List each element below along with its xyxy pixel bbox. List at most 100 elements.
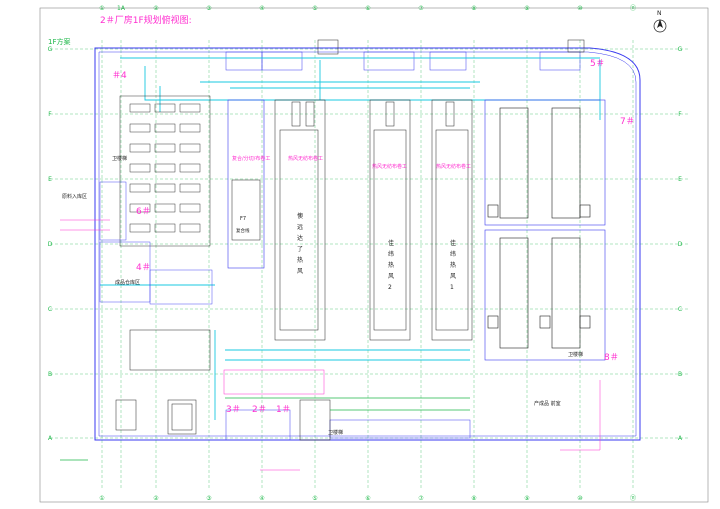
left-axis-label: F xyxy=(48,111,52,118)
top-axis-label: ⑧ xyxy=(471,5,476,12)
bottom-axis-label: ⑩ xyxy=(577,495,582,502)
top-axis-label: 1A xyxy=(117,5,126,12)
equipment-unit xyxy=(154,223,176,233)
stairs-b: 卫楼梯 xyxy=(568,351,583,358)
col-a-label: 复合/分切/布卷工 xyxy=(232,155,270,162)
top-axis-label: ⑩ xyxy=(577,5,582,12)
top-axis-label: ⑪ xyxy=(630,4,636,12)
warehouse-area: 成品仓库区 xyxy=(115,279,140,286)
column-headers: 复合/分切/布卷工 热风无纺布卷工 热风无纺布卷工 热风无纺布卷工 xyxy=(232,155,471,170)
top-axis-label: ① xyxy=(99,5,104,12)
left-axis-label: C xyxy=(48,306,52,313)
bottom-axis-label: ⑧ xyxy=(471,495,476,502)
label-8: 8＃ xyxy=(604,352,619,363)
right-axis-label: G xyxy=(678,46,683,53)
equipment-unit xyxy=(179,143,201,153)
north-label: N xyxy=(657,10,662,17)
zone-number-labels: ＃4 5＃ 6＃ 7＃ 8＃ 3＃ 2＃ 1＃ 4＃ xyxy=(112,58,635,415)
right-axis-label: B xyxy=(678,371,682,378)
bottom-axis-label: ④ xyxy=(259,495,264,502)
right-axis-label: C xyxy=(678,306,682,313)
label-4: ＃4 xyxy=(112,70,127,81)
equipment-unit xyxy=(129,223,151,233)
north-arrow-icon: N xyxy=(653,10,667,33)
bottom-axis-label: ⑥ xyxy=(365,495,370,502)
label-6: 6＃ xyxy=(136,206,151,217)
top-axis-label: ⑤ xyxy=(312,5,317,12)
left-axis-labels: G F E D C B A xyxy=(48,46,53,442)
left-axis-label: B xyxy=(48,371,52,378)
bottom-axis-label: ⑨ xyxy=(524,495,529,502)
top-axis-label: ⑨ xyxy=(524,5,529,12)
f7-line-zone: F7 复合线 xyxy=(227,99,265,269)
bottom-axis-label: ⑦ xyxy=(418,495,424,502)
left-axis-label: D xyxy=(48,241,53,248)
col-d-label: 热风无纺布卷工 xyxy=(436,163,471,170)
raw-material-area: 原料入库区 xyxy=(62,193,87,200)
oven-old-label: 懊远达了热风 xyxy=(297,212,303,275)
f7-label: F7 xyxy=(240,216,246,222)
label-2: 2＃ xyxy=(252,404,267,415)
equipment-unit xyxy=(179,203,201,213)
bottom-axis-label: ② xyxy=(153,495,159,502)
bottom-axis-labels: ① ② ③ ④ ⑤ ⑥ ⑦ ⑧ ⑨ ⑩ ⑪ xyxy=(99,494,636,502)
col-b-label: 热风无纺布卷工 xyxy=(288,155,323,162)
equipment-unit xyxy=(154,163,176,173)
equipment-unit xyxy=(179,123,201,133)
right-axis-label: F xyxy=(678,111,682,118)
top-axis-label: ④ xyxy=(259,5,264,12)
stairs-c: 卫楼梯 xyxy=(328,429,343,436)
col-c-label: 热风无纺布卷工 xyxy=(372,163,407,170)
drawing-title: 2＃厂房1F规划俯视图: xyxy=(100,14,192,26)
top-axis-labels: ① 1A ② ③ ④ ⑤ ⑥ ⑦ ⑧ ⑨ ⑩ ⑪ xyxy=(99,4,636,12)
label-7: 7＃ xyxy=(620,116,635,127)
label-4b: 4＃ xyxy=(136,262,151,273)
top-axis-label: ⑦ xyxy=(418,5,424,12)
right-axis-label: E xyxy=(678,176,682,183)
left-equipment-block xyxy=(99,95,213,305)
bottom-rooms xyxy=(115,329,471,441)
drawing-frame xyxy=(39,7,709,503)
equipment-unit xyxy=(154,143,176,153)
left-axis-label: E xyxy=(48,176,52,183)
bottom-axis-label: ① xyxy=(99,495,104,502)
equipment-unit xyxy=(179,103,201,113)
equipment-unit xyxy=(154,183,176,193)
left-axis-label: A xyxy=(48,435,53,442)
equipment-unit xyxy=(129,203,151,213)
equipment-unit xyxy=(154,123,176,133)
top-axis-label: ③ xyxy=(206,5,211,12)
f7-sub-label: 复合线 xyxy=(236,227,250,234)
label-1: 1＃ xyxy=(276,404,291,415)
bottom-axis-label: ③ xyxy=(206,495,211,502)
equipment-unit xyxy=(129,103,151,113)
bottom-axis-label: ⑪ xyxy=(630,494,636,502)
equipment-unit xyxy=(154,203,176,213)
equipment-unit xyxy=(179,223,201,233)
top-axis-label: ⑥ xyxy=(365,5,370,12)
top-axis-label: ② xyxy=(153,5,159,12)
bottom-axis-label: ⑤ xyxy=(312,495,317,502)
small-room-labels: 卫楼梯 卫楼梯 卫楼梯 原料入库区 成品仓库区 产成品 前室 xyxy=(62,155,583,436)
building-outline xyxy=(94,47,641,441)
oven-zones xyxy=(274,99,473,341)
top-utility-rooms xyxy=(225,39,585,71)
equipment-unit xyxy=(179,163,201,173)
equipment-unit xyxy=(129,183,151,193)
right-machine-block xyxy=(484,99,606,361)
stairs-a: 卫楼梯 xyxy=(112,155,127,162)
left-axis-label: G xyxy=(48,46,53,53)
equipment-unit xyxy=(179,183,201,193)
lobby-area: 产成品 前室 xyxy=(534,400,561,407)
green-flow-lines xyxy=(60,397,470,461)
equipment-unit xyxy=(129,123,151,133)
scheme-label: 1F方案 xyxy=(48,37,70,46)
duct-lines xyxy=(100,57,601,420)
equipment-unit xyxy=(129,163,151,173)
right-axis-label: D xyxy=(678,241,683,248)
